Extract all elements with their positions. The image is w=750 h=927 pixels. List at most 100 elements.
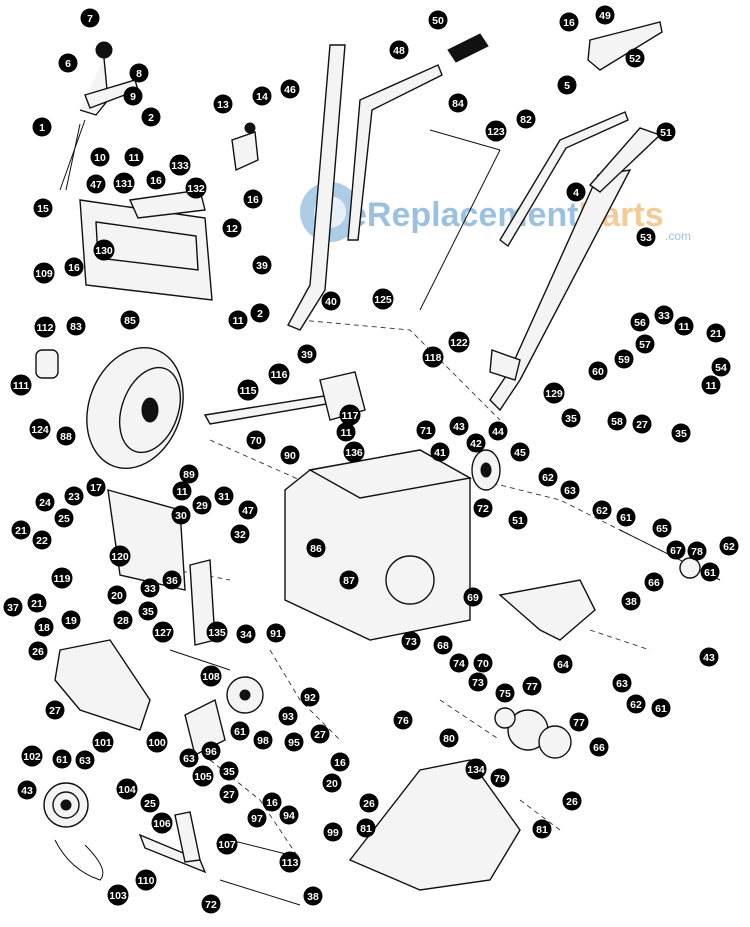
callout-46: 46 [280,79,300,99]
callout-disc [237,379,259,401]
callout-disc [372,288,394,310]
callout-disc [45,700,65,720]
callout-disc [64,486,84,506]
callout-120: 120 [109,545,131,567]
callout-number: 62 [723,541,735,553]
callout-disc [222,218,242,238]
callout-number: 26 [363,798,375,810]
callout-25: 25 [54,508,74,528]
frame-housing-71 [284,449,473,641]
callout-disc [607,411,627,431]
callout-number: 50 [432,15,444,27]
callout-number: 62 [596,505,608,517]
callout-11: 11 [124,147,144,167]
callout-62: 62 [538,467,558,487]
callout-22: 22 [32,530,52,550]
callout-disc [466,433,486,453]
callout-81: 81 [532,819,552,839]
grip-50 [447,33,489,63]
callout-disc [654,305,674,325]
callout-disc [701,375,721,395]
callout-125: 125 [372,288,394,310]
callout-disc [632,414,652,434]
callout-39: 39 [297,344,317,364]
callout-disc [488,421,508,441]
callout-disc [192,765,214,787]
callout-disc [284,732,304,752]
callout-number: 2 [257,308,263,320]
callout-number: 22 [36,535,48,547]
callout-number: 133 [171,160,189,172]
callout-number: 61 [234,726,246,738]
callout-24: 24 [35,492,55,512]
callout-49: 49 [595,5,615,25]
callout-disc [3,597,23,617]
callout-disc [635,334,655,354]
callout-disc [510,442,530,462]
callout-disc [711,357,731,377]
callout-number: 87 [343,575,355,587]
callout-130: 130 [93,239,115,261]
callout-disc [448,93,468,113]
callout-disc [560,480,580,500]
callout-number: 11 [176,486,187,498]
callout-number: 63 [183,753,195,765]
callout-disc [557,75,577,95]
callout-number: 72 [477,503,489,515]
callout-disc [449,416,469,436]
callout-number: 16 [334,757,346,769]
callout-number: 47 [90,179,102,191]
callout-number: 25 [144,798,156,810]
handle-48 [347,64,443,241]
callout-number: 76 [397,715,409,727]
callout-99: 99 [323,822,343,842]
callout-35: 35 [671,423,691,443]
callout-number: 38 [307,891,319,903]
callout-84: 84 [448,93,468,113]
callout-number: 123 [487,126,505,138]
callout-disc [123,86,143,106]
callout-disc [401,631,421,651]
callout-72: 72 [201,894,221,914]
callout-5: 5 [557,75,577,95]
callout-43: 43 [449,416,469,436]
callout-disc [141,107,161,127]
callout-number: 11 [128,152,139,164]
callout-70: 70 [246,430,266,450]
callout-number: 43 [703,652,715,664]
callout-30: 30 [171,505,191,525]
callout-123: 123 [485,120,507,142]
callout-26: 26 [359,793,379,813]
callout-53: 53 [636,227,656,247]
belt-cover-28 [54,639,151,731]
callout-136: 136 [343,441,365,463]
callout-41: 41 [430,442,450,462]
callout-135: 135 [206,621,228,643]
callout-number: 37 [7,602,19,614]
callout-16: 16 [243,189,263,209]
callout-36: 36 [162,570,182,590]
callout-number: 61 [655,703,667,715]
callout-disc [449,653,469,673]
callout-57: 57 [635,334,655,354]
callout-disc [543,382,565,404]
callout-number: 62 [542,472,554,484]
callout-91: 91 [266,623,286,643]
callout-disc [553,654,573,674]
callout-97: 97 [247,808,267,828]
callout-disc [56,426,76,446]
callout-disc [192,495,212,515]
callout-number: 36 [166,575,178,587]
callout-116: 116 [268,363,290,385]
callout-disc [656,122,676,142]
callout-19: 19 [61,610,81,630]
callout-disc [621,591,641,611]
callout-number: 93 [282,711,294,723]
callout-60: 60 [588,361,608,381]
callout-disc [236,624,256,644]
callout-47: 47 [238,500,258,520]
callout-number: 71 [420,425,432,437]
callout-number: 96 [205,746,217,758]
bracket-49 [587,21,663,71]
callout-59: 59 [614,349,634,369]
